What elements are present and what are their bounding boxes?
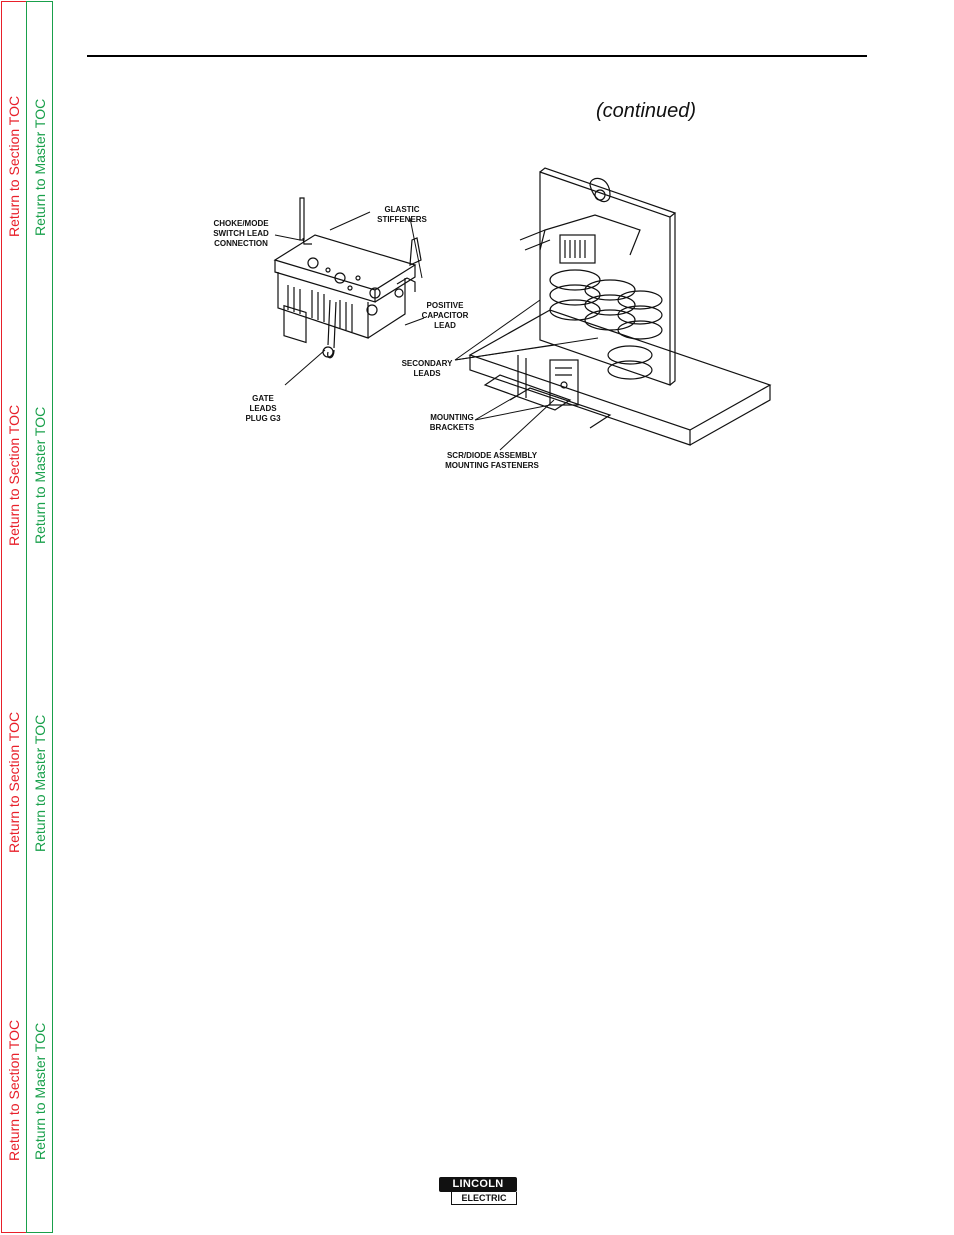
transformer-case-drawing bbox=[468, 167, 772, 446]
master-toc-strip bbox=[26, 1, 53, 1233]
label-scr-1: SCR/DIODE ASSEMBLY bbox=[447, 451, 538, 460]
label-scr-2: MOUNTING FASTENERS bbox=[445, 461, 539, 470]
return-to-section-toc-link-2[interactable]: Return to Section TOC bbox=[6, 404, 22, 546]
label-glastic-1: GLASTIC bbox=[384, 205, 419, 214]
label-gate-2: LEADS bbox=[249, 404, 277, 413]
label-positive-3: LEAD bbox=[434, 321, 456, 330]
return-to-section-toc-link-3[interactable]: Return to Section TOC bbox=[6, 711, 22, 853]
continued-heading: (continued) bbox=[596, 100, 697, 122]
label-choke-2: SWITCH LEAD bbox=[213, 229, 269, 238]
scr-diode-assembly-figure: CHOKE/MODE SWITCH LEAD CONNECTION GLASTI… bbox=[213, 167, 772, 470]
lincoln-electric-logo: LINCOLN ELECTRIC bbox=[439, 1177, 517, 1207]
label-glastic-2: STIFFENERS bbox=[377, 215, 427, 224]
section-toc-strip bbox=[1, 1, 26, 1233]
scr-assembly-drawing bbox=[273, 197, 422, 359]
label-secondary-1: SECONDARY bbox=[402, 359, 453, 368]
logo-top-text: LINCOLN bbox=[439, 1177, 517, 1192]
return-to-master-toc-link-1[interactable]: Return to Master TOC bbox=[32, 98, 48, 236]
label-gate-1: GATE bbox=[252, 394, 274, 403]
label-positive-1: POSITIVE bbox=[427, 301, 465, 310]
label-secondary-2: LEADS bbox=[413, 369, 441, 378]
label-mounting-1: MOUNTING bbox=[430, 413, 474, 422]
header-rule bbox=[87, 55, 867, 57]
return-to-section-toc-link-4[interactable]: Return to Section TOC bbox=[6, 1019, 22, 1161]
logo-bottom-text: ELECTRIC bbox=[451, 1192, 517, 1205]
return-to-master-toc-link-2[interactable]: Return to Master TOC bbox=[32, 406, 48, 544]
label-positive-2: CAPACITOR bbox=[422, 311, 469, 320]
return-to-master-toc-link-4[interactable]: Return to Master TOC bbox=[32, 1022, 48, 1160]
return-to-master-toc-link-3[interactable]: Return to Master TOC bbox=[32, 714, 48, 852]
leader-lines bbox=[274, 211, 599, 451]
label-choke-3: CONNECTION bbox=[214, 239, 268, 248]
label-mounting-2: BRACKETS bbox=[430, 423, 475, 432]
return-to-section-toc-link-1[interactable]: Return to Section TOC bbox=[6, 95, 22, 237]
label-gate-3: PLUG G3 bbox=[245, 414, 281, 423]
label-choke-1: CHOKE/MODE bbox=[213, 219, 269, 228]
